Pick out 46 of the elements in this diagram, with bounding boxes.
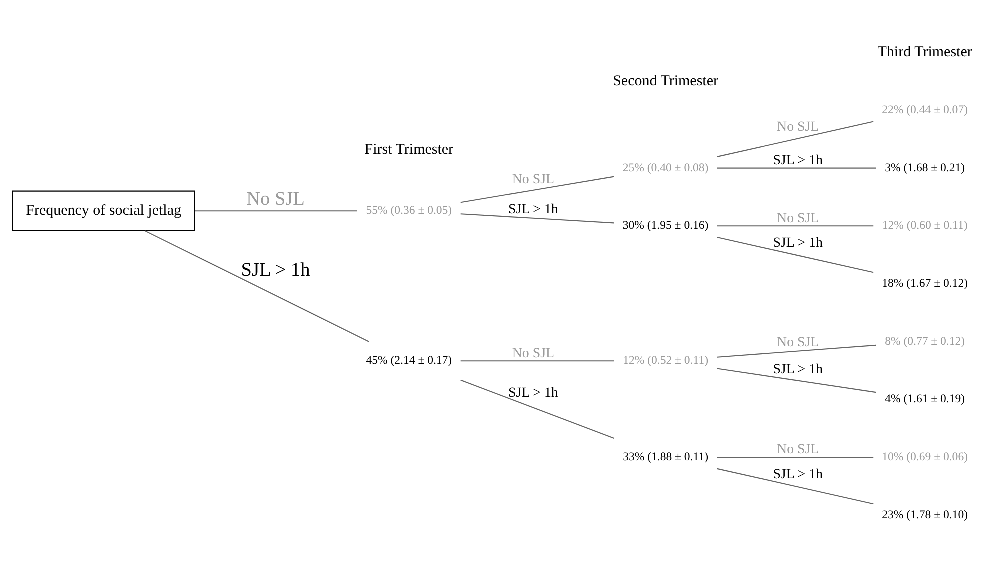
connector: [717, 456, 874, 458]
connector: [460, 379, 614, 438]
edge-label: SJL > 1h: [773, 362, 824, 377]
edge-label: No SJL: [777, 335, 820, 350]
node-text: 8% (0.77 ± 0.12): [885, 334, 966, 348]
connector: [717, 236, 874, 273]
node-text: 45% (2.14 ± 0.17): [366, 354, 452, 367]
node-text: 25% (0.40 ± 0.08): [622, 160, 709, 174]
edge-label: No SJL: [777, 210, 820, 226]
connector: [717, 120, 874, 157]
connector: [460, 176, 614, 203]
edge-label: SJL > 1h: [773, 235, 824, 250]
edge-label: SJL > 1h: [773, 152, 824, 168]
edge-label: No SJL: [512, 346, 555, 361]
edge-label: SJL > 1h: [773, 466, 824, 482]
edge-label: No SJL: [777, 442, 820, 458]
connector: [460, 213, 614, 224]
edge-label: SJL > 1h: [508, 202, 558, 218]
node-text: 3% (1.68 ± 0.21): [885, 160, 966, 174]
node-text: 30% (1.95 ± 0.16): [622, 218, 709, 232]
node-text: 55% (0.36 ± 0.05): [366, 204, 452, 217]
edge-label: SJL > 1h: [241, 259, 310, 280]
connector: [717, 468, 874, 504]
edge-label: SJL > 1h: [508, 385, 558, 400]
connector: [460, 360, 614, 362]
node-text: 4% (1.61 ± 0.19): [885, 392, 966, 406]
node-text: 12% (0.52 ± 0.11): [623, 354, 709, 367]
edge-label: No SJL: [512, 172, 555, 188]
node-text: 10% (0.69 ± 0.06): [882, 450, 968, 464]
connector: [717, 344, 876, 358]
connector: [717, 225, 874, 226]
edge-label: No SJL: [246, 188, 305, 210]
node-text: 12% (0.60 ± 0.11): [882, 218, 968, 232]
edge-label: No SJL: [777, 120, 820, 135]
label: Third Trimester: [878, 44, 972, 60]
node-text: 23% (1.78 ± 0.10): [882, 508, 968, 521]
node-text: 18% (1.67 ± 0.12): [882, 276, 968, 290]
node-text: 33% (1.88 ± 0.11): [623, 450, 709, 464]
label: First Trimester: [364, 142, 454, 158]
label: Second Trimester: [613, 72, 718, 89]
node-box: Frequency of social jetlag: [12, 190, 196, 231]
node-text: 22% (0.44 ± 0.07): [882, 102, 968, 116]
connector: [717, 167, 876, 168]
connector: [195, 210, 358, 212]
connector: [717, 368, 876, 393]
connector: [144, 230, 370, 342]
